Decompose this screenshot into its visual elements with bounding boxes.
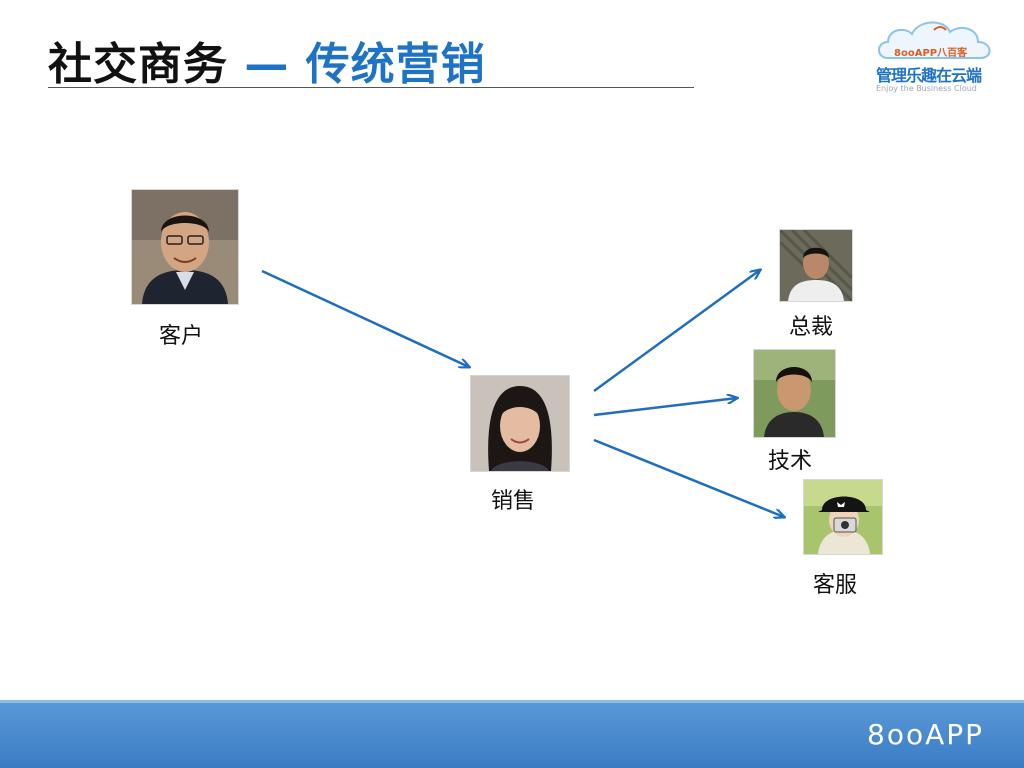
customer-label: 客户 xyxy=(159,324,204,349)
title-main: 社交商务 xyxy=(48,39,228,90)
arrow-sales-to-service xyxy=(593,438,784,517)
tech-photo xyxy=(753,349,836,438)
footer-bar: 8ooAPP xyxy=(0,700,1024,768)
logo-tagline: 管理乐趣在云端 xyxy=(876,66,982,85)
footer-highlight xyxy=(0,700,1024,703)
ceo-label: 总裁 xyxy=(789,315,834,340)
logo-tagline-en: Enjoy the Business Cloud xyxy=(876,84,977,93)
sales-label: 销售 xyxy=(491,489,536,514)
cloud-logo-icon xyxy=(878,21,991,59)
slide-title: 社交商务 — 传统营销 xyxy=(48,28,486,92)
service-label: 客服 xyxy=(813,573,858,598)
arrow-sales-to-ceo xyxy=(593,270,760,393)
footer-brand: 8ooAPP xyxy=(867,718,984,751)
customer-photo xyxy=(131,189,239,305)
service-photo xyxy=(803,479,883,555)
title-underline xyxy=(48,87,694,88)
company-logo: 8ooAPP八百客 管理乐趣在云端 Enjoy the Business Clo… xyxy=(870,12,1010,96)
tech-label: 技术 xyxy=(768,449,813,474)
arrow-customer-to-sales xyxy=(261,269,469,367)
sales-photo xyxy=(470,375,570,472)
arrow-sales-to-tech xyxy=(593,398,737,417)
logo-brand: 8ooAPP八百客 xyxy=(894,48,968,59)
ceo-photo xyxy=(779,229,853,302)
title-sub: — 传统营销 xyxy=(244,39,486,90)
